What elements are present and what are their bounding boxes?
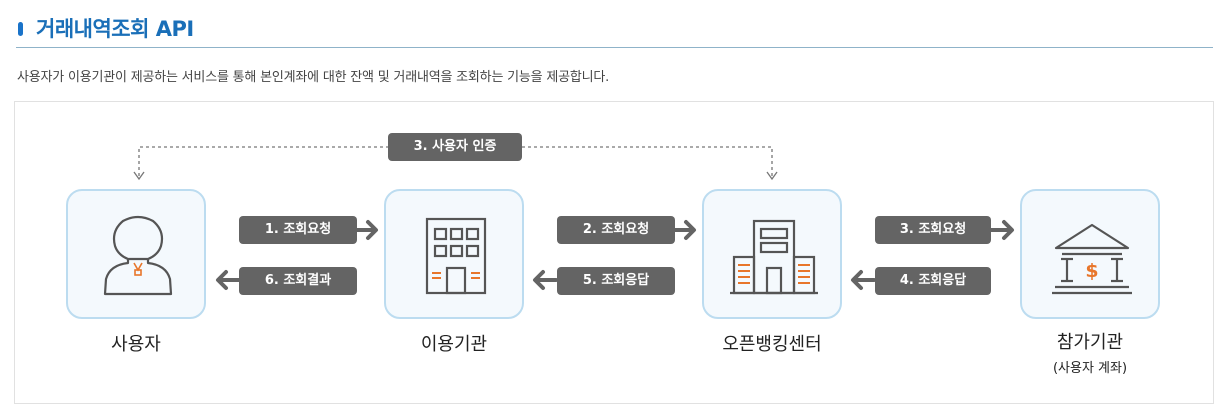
arrow-label-4: 4. 조회응답 — [875, 267, 991, 295]
arrow-label-3: 3. 조회요청 — [875, 216, 991, 244]
auth-dashed-connector — [138, 146, 773, 176]
office-building-icon — [730, 219, 818, 295]
user-icon — [103, 215, 173, 296]
node-center-label: 오픈뱅킹센터 — [722, 334, 822, 355]
node-institution — [384, 189, 524, 319]
arrow-4-left — [851, 270, 876, 290]
arrow-1-right — [355, 220, 378, 240]
node-bank: $ — [1020, 189, 1160, 319]
arrow-label-1: 1. 조회요청 — [239, 216, 357, 244]
arrow-label-2: 2. 조회요청 — [557, 216, 675, 244]
page-title: 거래내역조회 API — [36, 17, 194, 41]
svg-text:$: $ — [1085, 260, 1098, 282]
auth-dashed-arrowheads — [133, 171, 778, 181]
arrow-6-left — [216, 270, 241, 290]
bank-icon: $ — [1052, 223, 1132, 295]
node-bank-label: 참가기관 — [1056, 332, 1124, 353]
arrow-3-right — [989, 220, 1014, 240]
node-institution-label: 이용기관 — [420, 334, 488, 355]
node-user — [66, 189, 206, 319]
node-center — [702, 189, 842, 319]
auth-label: 3. 사용자 인증 — [388, 133, 522, 161]
title-marker — [18, 22, 23, 36]
section-header: 거래내역조회 API — [16, 10, 1213, 48]
arrow-label-5: 5. 조회응답 — [557, 267, 675, 295]
node-bank-sublabel: (사용자 계좌) — [1052, 361, 1128, 376]
arrow-label-6: 6. 조회결과 — [239, 267, 357, 295]
arrow-5-left — [533, 270, 558, 290]
node-user-label: 사용자 — [111, 334, 161, 355]
building-icon — [425, 217, 487, 295]
page-description: 사용자가 이용기관이 제공하는 서비스를 통해 본인계좌에 대한 잔액 및 거래… — [17, 70, 610, 85]
flow-diagram: 3. 사용자 인증 사용자 — [14, 101, 1214, 404]
diagram-connectors — [133, 146, 1014, 290]
arrow-2-right — [673, 220, 696, 240]
